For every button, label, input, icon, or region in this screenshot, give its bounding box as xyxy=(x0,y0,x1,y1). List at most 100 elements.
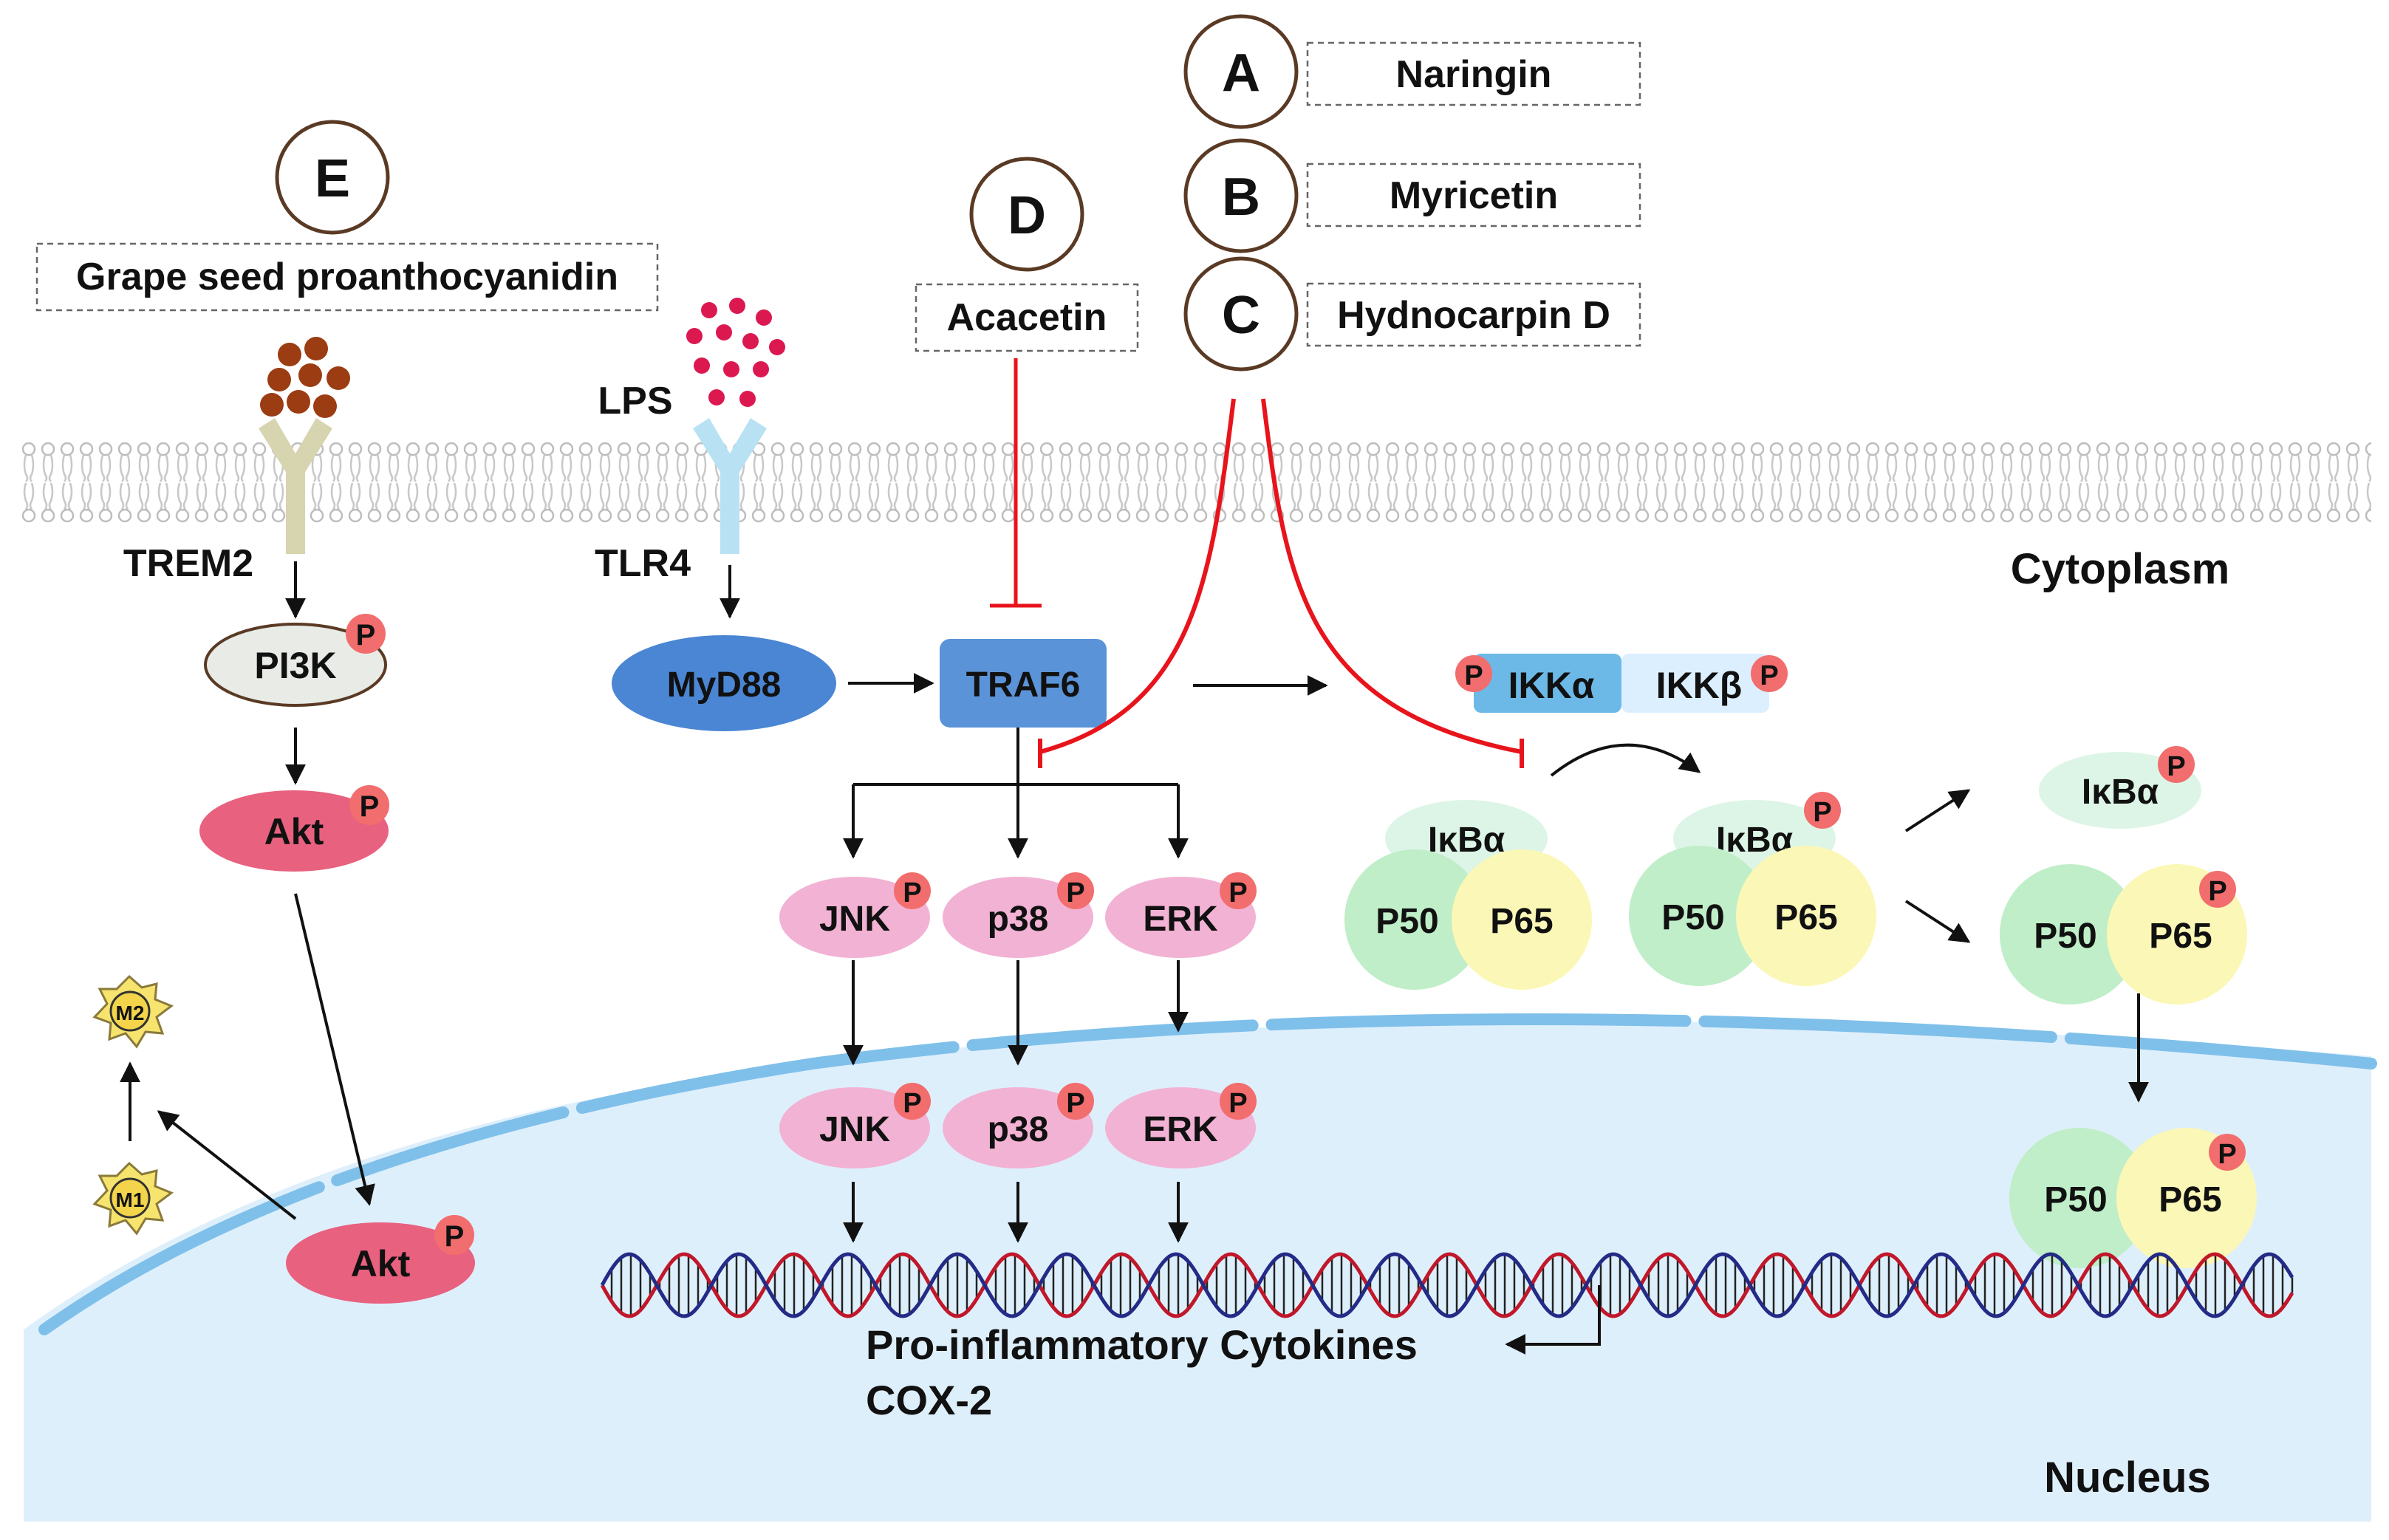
compound-e-name: Grape seed proanthocyanidin xyxy=(76,256,618,298)
nucleus-label: Nucleus xyxy=(2044,1454,2211,1502)
traf6: TRAF6 xyxy=(940,639,1107,728)
compound-a-name: Naringin xyxy=(1396,53,1552,96)
compound-c-box xyxy=(1306,282,1641,347)
p50-4-label: P50 xyxy=(2044,1180,2107,1219)
jnk-nucleus-label: JNK xyxy=(819,1110,890,1149)
ikkb-phospho: P xyxy=(1760,660,1778,691)
erk-nucleus-phospho: P xyxy=(1228,1088,1247,1119)
mapk-split-arrows xyxy=(843,728,1189,859)
macrophage-m2: M2 xyxy=(92,974,174,1049)
mapk-to-dna-arrows xyxy=(843,1182,1189,1243)
inhibit-d-traf6 xyxy=(990,358,1042,608)
nfkb-complex-2: IκBα P P50 P65 xyxy=(1629,792,1876,986)
akt-cytoplasm: Akt P xyxy=(199,785,389,872)
ikk-complex: IKKα IKKβ P P xyxy=(1455,654,1788,713)
arrow-akt-nuclear xyxy=(294,893,375,1206)
jnk-cytoplasm-phospho: P xyxy=(903,877,921,908)
p50-2-label: P50 xyxy=(1661,898,1724,937)
ikba-1-label: IκBα xyxy=(1428,821,1505,860)
nfkb-nuclear: P50 P65 P xyxy=(2009,1128,2257,1268)
erk-cytoplasm-phospho: P xyxy=(1228,877,1247,908)
jnk-cytoplasm: JNK P xyxy=(779,872,931,958)
free-ikba: IκBα P xyxy=(2039,746,2201,829)
akt-nucleus-label: Akt xyxy=(351,1243,411,1284)
arrow-to-free-ikba xyxy=(1904,789,1971,832)
compound-b: B xyxy=(1183,138,1299,253)
tlr4-label: TLR4 xyxy=(595,542,691,585)
p65-1-label: P65 xyxy=(1490,902,1553,941)
nfkb-free: P50 P65 P xyxy=(2000,864,2247,1005)
cell-membrane xyxy=(22,442,2371,523)
tlr4-receptor xyxy=(693,418,767,554)
pi3k-label: PI3K xyxy=(254,645,336,686)
myd88-label: MyD88 xyxy=(667,665,782,705)
m2-label: M2 xyxy=(116,1002,145,1024)
arrow-to-free-nfkb xyxy=(1904,900,1971,943)
compound-a: A xyxy=(1183,14,1299,129)
compound-d-box xyxy=(915,283,1139,352)
p50-3-label: P50 xyxy=(2034,917,2096,956)
traf6-label: TRAF6 xyxy=(966,665,1081,705)
compound-d: D xyxy=(969,157,1084,272)
arrow-dna-output xyxy=(1505,1285,1601,1355)
myd88: MyD88 xyxy=(612,635,836,731)
output-line1: Pro-inflammatory Cytokines xyxy=(866,1321,1418,1368)
akt-nucleus-phospho: P xyxy=(445,1220,465,1253)
compound-a-letter: A xyxy=(1222,44,1260,103)
compound-e: E xyxy=(275,120,390,235)
nuclear-envelope xyxy=(38,1013,2377,1335)
compound-c-letter: C xyxy=(1222,286,1260,345)
compound-b-letter: B xyxy=(1222,168,1260,227)
inhibit-abc-mapk xyxy=(1038,398,1236,768)
jnk-cytoplasm-label: JNK xyxy=(819,900,890,939)
p38-nucleus-label: p38 xyxy=(988,1110,1049,1149)
compound-e-box xyxy=(35,242,659,312)
p38-nucleus: p38 P xyxy=(943,1083,1094,1168)
compound-b-box xyxy=(1306,162,1641,227)
erk-cytoplasm-label: ERK xyxy=(1143,900,1218,939)
p50-1-label: P50 xyxy=(1375,902,1438,941)
ikka-label: IKKα xyxy=(1508,665,1595,706)
trem2-label: TREM2 xyxy=(123,542,253,585)
p38-nucleus-phospho: P xyxy=(1066,1088,1084,1119)
cytoplasm-label: Cytoplasm xyxy=(2011,545,2230,593)
ikka-phospho: P xyxy=(1464,660,1483,691)
p65-3-label: P65 xyxy=(2149,917,2212,956)
jnk-nucleus: JNK P xyxy=(779,1083,931,1168)
dna-helix xyxy=(600,1252,2294,1318)
compound-c-name: Hydnocarpin D xyxy=(1337,294,1610,337)
akt-cytoplasm-phospho: P xyxy=(360,790,380,823)
lps-label: LPS xyxy=(598,380,672,422)
p38-cytoplasm-label: p38 xyxy=(988,900,1049,939)
trem2-receptor xyxy=(259,418,332,554)
p65-4-phospho: P xyxy=(2218,1139,2236,1170)
arrow-akt-macrophage xyxy=(157,1110,297,1220)
compound-a-box xyxy=(1306,41,1641,106)
p65-2-label: P65 xyxy=(1774,898,1837,937)
output-line2: COX-2 xyxy=(866,1377,992,1423)
erk-nucleus-label: ERK xyxy=(1143,1110,1218,1149)
p65-4-label: P65 xyxy=(2159,1180,2221,1219)
akt-cytoplasm-label: Akt xyxy=(264,811,324,852)
compound-c: C xyxy=(1183,256,1299,372)
erk-nucleus: ERK P xyxy=(1105,1083,1257,1168)
dna-strand-red xyxy=(600,1252,2294,1318)
inhibit-abc-nfkb xyxy=(1261,398,1524,768)
p65-3-phospho: P xyxy=(2208,876,2226,907)
grape-seed-particles xyxy=(260,337,350,418)
nfkb-complex-1: IκBα P50 P65 xyxy=(1344,800,1592,990)
pi3k: PI3K P xyxy=(204,614,387,707)
compound-e-letter: E xyxy=(315,149,350,208)
compound-b-name: Myricetin xyxy=(1390,174,1558,217)
mapk-translocation-arrows xyxy=(843,960,1189,1066)
m1-label: M1 xyxy=(116,1188,145,1211)
compound-d-name: Acacetin xyxy=(947,296,1107,339)
macrophage-m1: M1 xyxy=(92,1161,174,1236)
free-ikba-label: IκBα xyxy=(2082,773,2159,812)
ikkb-label: IKKβ xyxy=(1656,665,1743,706)
arrow-ikba-phosphorylation xyxy=(1550,743,1701,777)
free-ikba-phospho: P xyxy=(2167,751,2185,782)
dna-strand-blue xyxy=(600,1252,2294,1318)
p38-cytoplasm: p38 P xyxy=(943,872,1094,958)
ikba-2-phospho: P xyxy=(1813,797,1831,828)
